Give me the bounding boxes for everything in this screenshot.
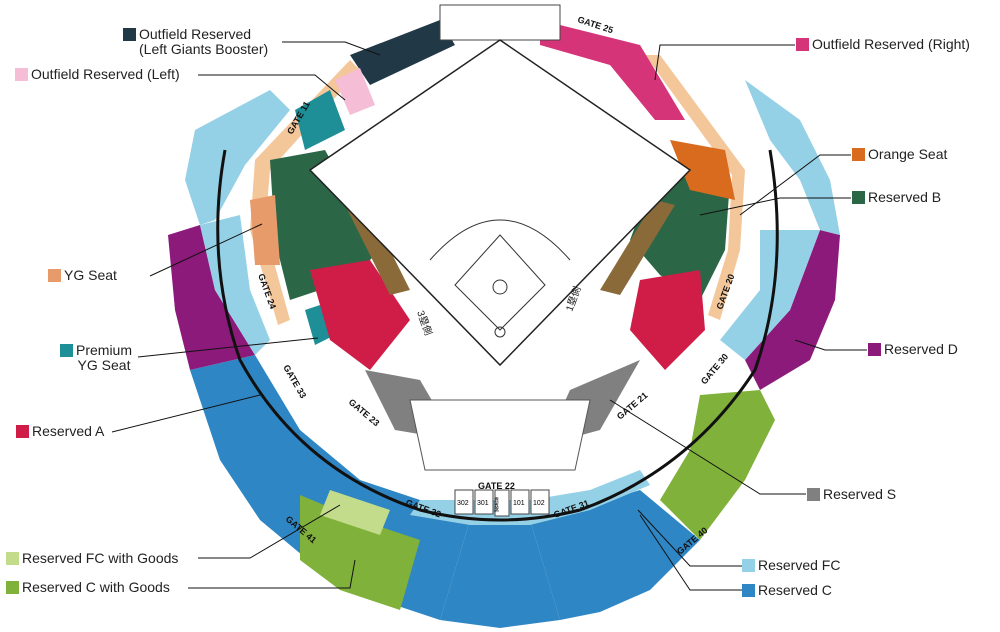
reserved-a-zone-right[interactable] (630, 270, 705, 370)
outfield-right-swatch (796, 38, 809, 51)
legend-orange-seat: Orange Seat (852, 147, 947, 162)
legend-reserved-c-goods: Reserved C with Goods (6, 580, 170, 595)
yg-seat-swatch (48, 269, 61, 282)
dugout-right (600, 200, 675, 295)
legend-premium-yg-line2: YG Seat (77, 357, 131, 373)
gate-30-label: GATE 30 (699, 352, 730, 387)
legend-reserved-a-label: Reserved A (32, 423, 105, 439)
vip-box-label: 貴賓席 (493, 496, 499, 513)
legend-outfield-right: Outfield Reserved (Right) (796, 37, 970, 52)
center-field-block (439, 4, 561, 41)
legend-reserved-fc-label: Reserved FC (758, 557, 841, 573)
third-base-side-label: 3塁側 (414, 309, 435, 337)
legend-reserved-fc-goods: Reserved FC with Goods (6, 551, 178, 566)
legend-outfield-right-label: Outfield Reserved (Right) (812, 36, 970, 52)
legend-reserved-s: Reserved S (807, 487, 896, 502)
legend-reserved-fc-goods-label: Reserved FC with Goods (22, 550, 179, 566)
legend-outfield-left-booster-line2: (Left Giants Booster) (139, 41, 269, 57)
section-302[interactable]: 302 (457, 500, 469, 507)
orange-seat-zone[interactable] (670, 140, 735, 200)
reserved-fc-zone-left[interactable] (185, 90, 290, 225)
outfield-left-zone[interactable] (335, 68, 375, 115)
reserved-d-swatch (868, 343, 881, 356)
legend-reserved-d-label: Reserved D (884, 341, 958, 357)
outfield-right-zone[interactable] (540, 20, 685, 120)
yg-seat-band-right[interactable] (645, 55, 745, 320)
field-outline (308, 39, 692, 367)
reserved-c-zone-bottom[interactable] (440, 520, 560, 628)
outfield-stands (335, 4, 685, 120)
reserved-fc-zone-right-lower[interactable] (720, 230, 820, 360)
orange-seat-swatch (852, 148, 865, 161)
legend-reserved-c-goods-label: Reserved C with Goods (22, 579, 170, 595)
gate-23-label: GATE 23 (347, 397, 382, 428)
reserved-c-goods-zone-left[interactable] (300, 495, 420, 610)
box-seat-zone[interactable] (409, 399, 591, 471)
legend-reserved-b-label: Reserved B (868, 189, 942, 205)
reserved-b-zone-left[interactable] (270, 150, 380, 300)
reserved-d-zone-right[interactable] (745, 230, 840, 390)
reserved-fc-swatch (742, 559, 755, 572)
legend-outfield-left: Outfield Reserved (Left) (15, 67, 180, 82)
reserved-fc-goods-zone[interactable] (320, 490, 390, 535)
pitchers-mound (492, 279, 508, 295)
gate-33-label: GATE 33 (281, 363, 308, 400)
yg-seat-zone-left[interactable] (250, 195, 280, 265)
legend-outfield-left-booster-line1: Outfield Reserved (139, 26, 252, 42)
reserved-s-swatch (807, 488, 820, 501)
outfield-left-booster-zone[interactable] (350, 20, 455, 85)
infield-diamond (454, 234, 546, 331)
infield-arc (429, 219, 571, 261)
reserved-b-swatch (852, 191, 865, 204)
home-sections: 302 301 貴賓席 101 102 (454, 489, 550, 517)
outfield-left-booster-swatch (123, 28, 136, 41)
section-102[interactable]: 102 (533, 500, 545, 507)
reserved-c-zone-right[interactable] (530, 490, 700, 620)
legend-reserved-b: Reserved B (852, 190, 941, 205)
premium-yg-swatch (60, 344, 73, 357)
outfield-left-swatch (15, 68, 28, 81)
legend-yg-seat-label: YG Seat (64, 267, 117, 283)
premium-yg-zone[interactable] (295, 90, 345, 150)
legend-reserved-c-label: Reserved C (758, 582, 832, 598)
legend-orange-seat-label: Orange Seat (868, 146, 948, 162)
legend-reserved-fc: Reserved FC (742, 558, 840, 573)
legend-premium-yg: Premium YG Seat (60, 343, 132, 373)
reserved-a-swatch (16, 425, 29, 438)
legend-reserved-c: Reserved C (742, 583, 832, 598)
legend-reserved-a: Reserved A (16, 424, 104, 439)
legend-reserved-d: Reserved D (868, 342, 958, 357)
gate-22-label: GATE 22 (478, 481, 515, 491)
reserved-fc-zone-right[interactable] (745, 80, 840, 235)
section-301[interactable]: 301 (477, 500, 489, 507)
reserved-c-goods-zone-right[interactable] (660, 390, 775, 540)
reserved-c-swatch (742, 584, 755, 597)
legend-yg-seat: YG Seat (48, 268, 117, 283)
outer-concourse-ring (216, 149, 779, 522)
reserved-c-goods-swatch (6, 581, 19, 594)
legend-reserved-s-label: Reserved S (823, 486, 897, 502)
home-plate (494, 326, 506, 338)
reserved-fc-goods-swatch (6, 552, 19, 565)
reserved-a-zone-left[interactable] (310, 260, 410, 370)
lower-deck (250, 55, 745, 471)
legend-premium-yg-line1: Premium (76, 342, 133, 358)
legend-outfield-left-booster: Outfield Reserved (Left Giants Booster) (123, 27, 268, 57)
section-101[interactable]: 101 (513, 500, 525, 507)
legend-outfield-left-label: Outfield Reserved (Left) (31, 66, 180, 82)
legend-leaders (111, 41, 867, 591)
